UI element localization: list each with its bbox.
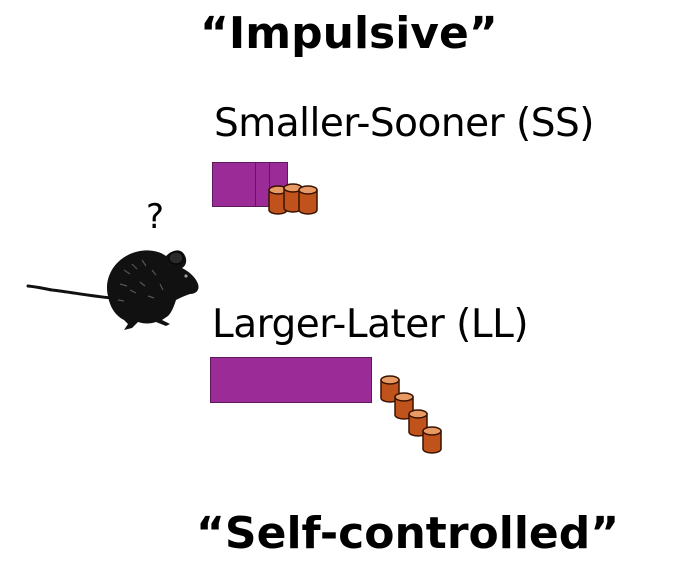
- ll-delay-bar: [210, 357, 372, 403]
- ss-bar-divider: [255, 163, 256, 206]
- pellet-icon: [298, 185, 318, 215]
- rat-eye: [184, 274, 188, 278]
- pellet-icon: [283, 183, 303, 213]
- self-controlled-heading: “Self-controlled”: [196, 508, 620, 559]
- ss-option-label: Smaller-Sooner (SS): [214, 101, 595, 146]
- rat-fur-texture: [117, 259, 164, 302]
- ss-bar-divider: [269, 163, 270, 206]
- rat-tail: [26, 284, 114, 300]
- ss-pellet-stack-icon: [268, 183, 318, 215]
- ll-option-label: Larger-Later (LL): [212, 302, 529, 347]
- rat-body: [106, 250, 199, 330]
- question-mark: ?: [146, 197, 165, 237]
- ss-delay-bar: [212, 162, 288, 207]
- rat-ear: [168, 251, 184, 265]
- impulsive-heading: “Impulsive”: [200, 8, 498, 59]
- ll-pellet-stack-icon: [380, 375, 442, 454]
- pellet-icon: [422, 426, 442, 454]
- rat-icon: [26, 250, 199, 330]
